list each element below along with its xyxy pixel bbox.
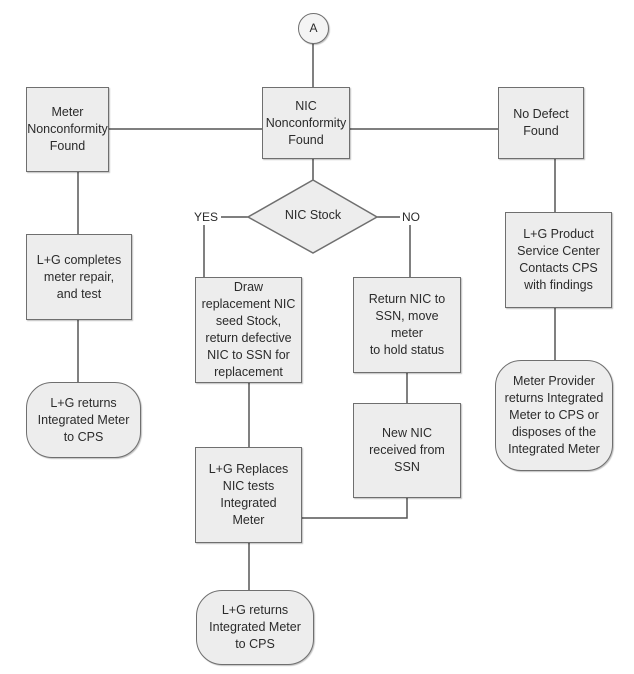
new-nic-box: New NIC received from SSN [353, 403, 461, 498]
meter-return-terminal: L+G returns Integrated Meter to CPS [26, 382, 141, 458]
decision-label: NIC Stock [284, 208, 342, 222]
no-defect-box: No Defect Found [498, 87, 584, 159]
connector-a: A [298, 13, 329, 44]
nic-nonconformity-box: NIC Nonconformity Found [262, 87, 350, 159]
replace-nic-box: L+G Replaces NIC tests Integrated Meter [195, 447, 302, 543]
decision-diamond [246, 179, 379, 254]
nic-return-terminal: L+G returns Integrated Meter to CPS [196, 590, 314, 665]
draw-replacement-box: Draw replacement NIC seed Stock, return … [195, 277, 302, 383]
meter-nonconformity-box: Meter Nonconformity Found [26, 87, 109, 172]
edge-new-to-replace [301, 497, 408, 519]
no-label: NO [402, 210, 420, 224]
return-nic-box: Return NIC to SSN, move meter to hold st… [353, 277, 461, 373]
meter-repair-box: L+G completes meter repair, and test [26, 234, 132, 320]
yes-label: YES [194, 210, 219, 224]
provider-return-terminal: Meter Provider returns Integrated Meter … [495, 360, 613, 471]
service-center-box: L+G Product Service Center Contacts CPS … [505, 212, 612, 308]
